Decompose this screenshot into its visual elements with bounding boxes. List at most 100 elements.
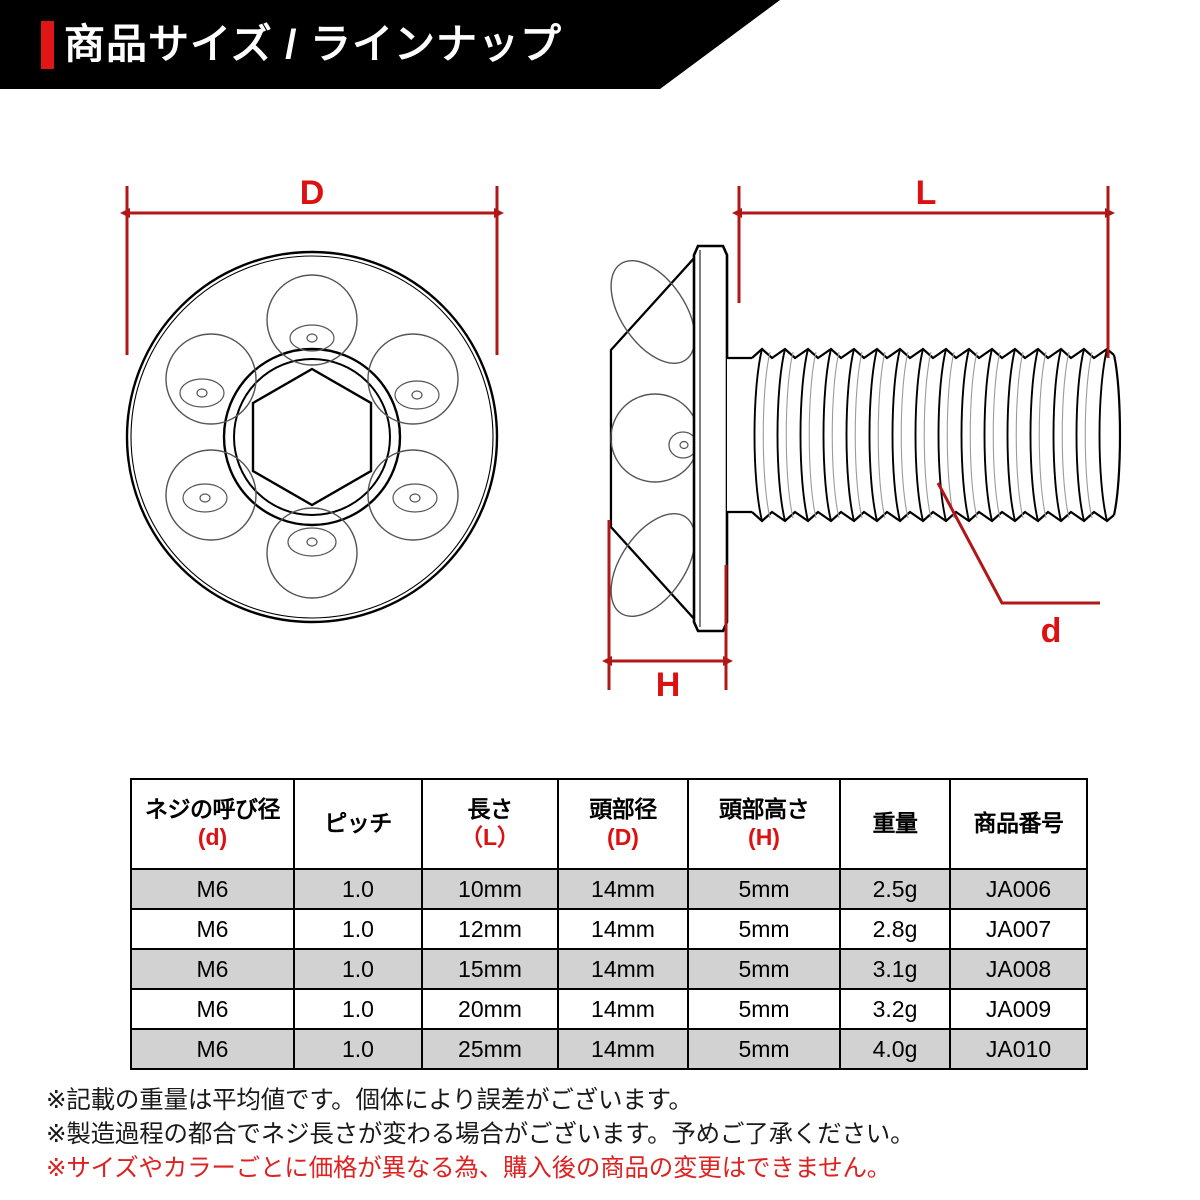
column-header-head-dia-main: 頭部径 [589, 796, 657, 823]
cell-part-no: JA006 [949, 868, 1088, 910]
flange-dimple [367, 333, 459, 425]
cell-pitch: 1.0 [293, 1028, 423, 1070]
dimension-label-d: d [1041, 612, 1062, 650]
cell-part-no: JA010 [949, 1028, 1088, 1070]
flange-dimple [367, 449, 459, 541]
thread-crest-bottom [751, 510, 1115, 523]
flange-dimple [165, 449, 257, 541]
column-header-head-dia: 頭部径 (D) [557, 778, 689, 870]
cell-pitch: 1.0 [293, 908, 423, 950]
cell-part-no: JA007 [949, 908, 1088, 950]
cell-weight: 4.0g [839, 1028, 951, 1070]
spec-table-container: ネジの呼び径 (d) ピッチ 長さ （L） 頭部径 (D) 頭部高さ (H) [130, 778, 1088, 1070]
flange-dimple [266, 274, 358, 366]
hex-socket [251, 367, 373, 507]
cell-diameter: M6 [130, 988, 295, 1030]
cell-head-dia: 14mm [557, 988, 689, 1030]
column-header-length: 長さ （L） [421, 778, 559, 870]
table-row: M6 1.0 20mm 14mm 5mm 3.2g JA009 [130, 988, 1088, 1030]
cell-head-height: 5mm [687, 948, 841, 990]
header-banner: 商品サイズ / ラインナップ [0, 0, 1200, 90]
bolt-side-view: L H d [602, 174, 1122, 704]
cell-weight: 2.5g [839, 868, 951, 910]
column-header-length-main: 長さ [467, 796, 514, 823]
flange-outer-edge [130, 255, 494, 619]
spec-table-head: ネジの呼び径 (d) ピッチ 長さ （L） 頭部径 (D) 頭部高さ (H) [130, 778, 1088, 870]
cell-head-dia: 14mm [557, 948, 689, 990]
cell-pitch: 1.0 [293, 868, 423, 910]
diagram-svg: D [120, 174, 1122, 704]
column-header-pitch-main: ピッチ [324, 810, 392, 837]
cell-head-dia: 14mm [557, 1028, 689, 1070]
dimension-label-H: H [656, 666, 681, 704]
spec-table: ネジの呼び径 (d) ピッチ 長さ （L） 頭部径 (D) 頭部高さ (H) [130, 778, 1088, 1070]
cell-weight: 3.1g [839, 948, 951, 990]
column-header-part-no-main: 商品番号 [973, 810, 1065, 837]
flange-dimple-group [165, 274, 459, 599]
footnote-weight-average: ※記載の重量は平均値です。個体により誤差がございます。 [46, 1087, 693, 1114]
dimension-H: H [602, 520, 733, 704]
cell-length: 12mm [421, 908, 559, 950]
product-dimension-diagram: D [0, 90, 1200, 770]
flange-dimple [165, 333, 257, 425]
cell-part-no: JA009 [949, 988, 1088, 1030]
cell-weight: 2.8g [839, 908, 951, 950]
cell-diameter: M6 [130, 948, 295, 990]
thread-helix-lines [753, 348, 1108, 522]
side-dimple-lower [610, 512, 696, 618]
header-black-shape [0, 0, 780, 89]
dimension-label-L: L [916, 174, 937, 212]
column-header-head-height-sub: (H) [748, 824, 780, 850]
column-header-diameter-sub: (d) [197, 824, 228, 850]
cell-head-height: 5mm [687, 908, 841, 950]
footnote-no-exchange: ※サイズやカラーごとに価格が異なる為、購入後の商品の変更はできません。 [46, 1155, 892, 1182]
thread-end-cap [1112, 354, 1122, 516]
side-dimple-center-dot [679, 440, 689, 450]
footnotes: ※記載の重量は平均値です。個体により誤差がございます。 ※製造過程の都合でネジ長… [46, 1084, 1166, 1186]
dimension-D: D [120, 174, 504, 355]
dimension-label-D: D [300, 174, 325, 212]
flange-dimple [266, 507, 358, 599]
thread-crest-top [751, 347, 1115, 360]
cell-head-height: 5mm [687, 988, 841, 1030]
cell-diameter: M6 [130, 868, 295, 910]
cell-pitch: 1.0 [293, 988, 423, 1030]
leader-line-d [936, 482, 1100, 605]
head-plate [692, 244, 729, 633]
side-dimple-upper [610, 259, 696, 365]
hub-inner-ring [233, 358, 391, 516]
table-row: M6 1.0 10mm 14mm 5mm 2.5g JA006 [130, 868, 1088, 910]
cell-length: 20mm [421, 988, 559, 1030]
column-header-weight-main: 重量 [872, 810, 919, 837]
column-header-head-height-main: 頭部高さ [719, 796, 810, 823]
cell-head-height: 5mm [687, 868, 841, 910]
cell-length: 15mm [421, 948, 559, 990]
cell-part-no: JA008 [949, 948, 1088, 990]
spec-table-body: M6 1.0 10mm 14mm 5mm 2.5g JA006 M6 1.0 1… [130, 868, 1088, 1070]
table-row: M6 1.0 25mm 14mm 5mm 4.0g JA010 [130, 1028, 1088, 1070]
cell-length: 10mm [421, 868, 559, 910]
bolt-head-top-view: D [120, 174, 504, 624]
column-header-pitch: ピッチ [293, 778, 423, 870]
column-header-diameter: ネジの呼び径 (d) [130, 778, 295, 870]
column-header-part-no: 商品番号 [949, 778, 1088, 870]
cell-head-dia: 14mm [557, 908, 689, 950]
thread-root-lines [762, 351, 1093, 519]
column-header-head-height: 頭部高さ (H) [687, 778, 841, 870]
cell-head-dia: 14mm [557, 868, 689, 910]
table-row: M6 1.0 12mm 14mm 5mm 2.8g JA007 [130, 908, 1088, 950]
cell-length: 25mm [421, 1028, 559, 1070]
header-accent-bar [41, 21, 54, 69]
cell-weight: 3.2g [839, 988, 951, 1030]
dimension-L: L [732, 174, 1115, 358]
cell-diameter: M6 [130, 1028, 295, 1070]
cell-head-height: 5mm [687, 1028, 841, 1070]
column-header-length-sub: （L） [459, 824, 521, 850]
cell-diameter: M6 [130, 908, 295, 950]
table-row: M6 1.0 15mm 14mm 5mm 3.1g JA008 [130, 948, 1088, 990]
column-header-diameter-main: ネジの呼び径 [145, 796, 281, 823]
footnote-length-variation: ※製造過程の都合でネジ長さが変わる場合がございます。予めご了承ください。 [46, 1121, 915, 1148]
page-title: 商品サイズ / ラインナップ [64, 21, 562, 67]
column-header-head-dia-sub: (D) [607, 824, 639, 850]
table-header-row: ネジの呼び径 (d) ピッチ 長さ （L） 頭部径 (D) 頭部高さ (H) [130, 778, 1088, 870]
